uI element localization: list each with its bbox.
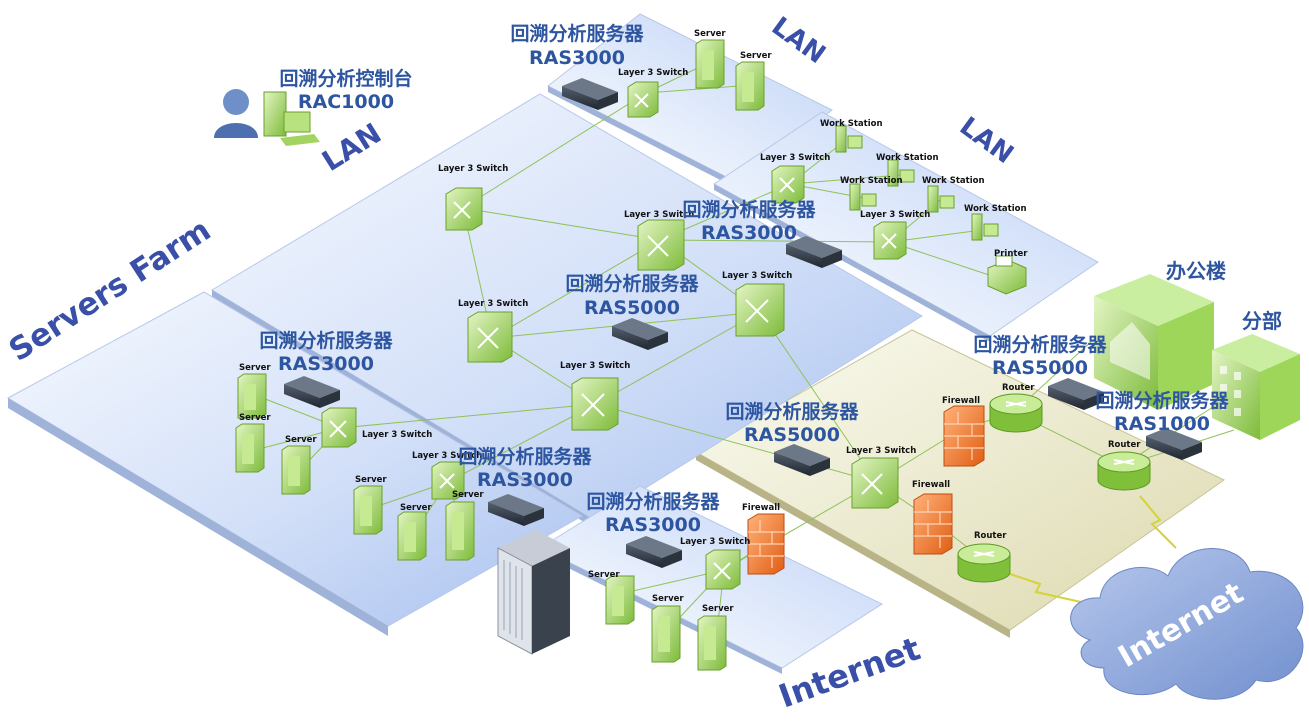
- analyzer-model: RAS5000: [584, 297, 680, 319]
- server-label: Server: [702, 604, 734, 614]
- internet-edge-plane: [694, 329, 1225, 638]
- firewall-label: Firewall: [942, 396, 980, 406]
- workstation-label: Work Station: [876, 153, 939, 163]
- storage-rack-icon: [497, 530, 570, 655]
- switch-label: Layer 3 Switch: [412, 451, 482, 461]
- server-label: Server: [239, 363, 271, 373]
- wan-link-1: [1139, 495, 1177, 549]
- switch-label: Layer 3 Switch: [458, 299, 528, 309]
- lan-top-label: LAN: [766, 11, 831, 70]
- firewalls: [747, 405, 985, 575]
- server-label: Server: [652, 594, 684, 604]
- firewall-label: Firewall: [742, 503, 780, 513]
- console-model: RAC1000: [298, 91, 394, 113]
- analyzer-labels: 回溯分析服务器 RAS3000 回溯分析控制台 RAC1000 回溯分析服务器 …: [259, 22, 1282, 536]
- analyzer-model: RAS5000: [744, 424, 840, 446]
- switch-label: Layer 3 Switch: [860, 210, 930, 220]
- lan-top-plane: [547, 13, 833, 190]
- routers: [957, 393, 1151, 583]
- workstation-label: Work Station: [964, 204, 1027, 214]
- router-label: Router: [974, 531, 1007, 541]
- office-building-label: 办公楼: [1166, 259, 1226, 283]
- router-label: Router: [1002, 383, 1035, 393]
- analyzer-title: 回溯分析服务器: [586, 490, 720, 513]
- server-label: Server: [452, 490, 484, 500]
- analyzer-title: 回溯分析服务器: [565, 272, 699, 295]
- server-label: Server: [285, 435, 317, 445]
- workstation-label: Work Station: [840, 176, 903, 186]
- printer-icon: [987, 255, 1027, 295]
- wan-link-2: [1003, 571, 1091, 605]
- switch-label: Layer 3 Switch: [618, 68, 688, 78]
- analyzer-model: RAS1000: [1114, 413, 1210, 435]
- analyzer-title: 回溯分析服务器: [458, 445, 592, 468]
- console-computer-icon: [263, 91, 320, 146]
- internet-cloud-icon: [1070, 548, 1304, 700]
- server-label: Server: [355, 475, 387, 485]
- switch-label: Layer 3 Switch: [680, 537, 750, 547]
- device-labels: Layer 3 Switch Layer 3 Switch Layer 3 Sw…: [239, 29, 1141, 614]
- switch-label: Layer 3 Switch: [624, 210, 694, 220]
- analyzer-model: RAS5000: [992, 357, 1088, 379]
- server-label: Server: [400, 503, 432, 513]
- switch-label: Layer 3 Switch: [846, 446, 916, 456]
- analyzer-title: 回溯分析服务器: [682, 198, 816, 221]
- printer-label: Printer: [994, 249, 1028, 259]
- analyzer-title: 回溯分析服务器: [973, 333, 1107, 356]
- analyzer-title: 回溯分析服务器: [510, 22, 644, 45]
- workstations: [835, 125, 999, 241]
- lan-right-label: LAN: [954, 111, 1019, 170]
- switch-label: Layer 3 Switch: [438, 164, 508, 174]
- servers: [235, 39, 765, 671]
- switch-label: Layer 3 Switch: [560, 361, 630, 371]
- firewall-label: Firewall: [912, 480, 950, 490]
- server-label: Server: [694, 29, 726, 39]
- office-building-icon: [1094, 274, 1214, 410]
- branch-building-label: 分部: [1242, 309, 1282, 333]
- switches: [321, 81, 907, 590]
- workstation-label: Work Station: [820, 119, 883, 129]
- switch-label: Layer 3 Switch: [362, 430, 432, 440]
- analyzer-model: RAS3000: [477, 469, 573, 491]
- server-label: Server: [588, 570, 620, 580]
- analyzer-model: RAS3000: [701, 222, 797, 244]
- analyzer-appliances: [284, 78, 1202, 568]
- switch-label: Layer 3 Switch: [722, 271, 792, 281]
- workstation-label: Work Station: [922, 176, 985, 186]
- analyzer-model: RAS3000: [529, 47, 625, 69]
- console-title: 回溯分析控制台: [279, 67, 412, 90]
- server-label: Server: [740, 51, 772, 61]
- router-label: Router: [1108, 440, 1141, 450]
- server-label: Server: [239, 413, 271, 423]
- analyzer-title: 回溯分析服务器: [259, 329, 393, 352]
- analyzer-title: 回溯分析服务器: [725, 400, 859, 423]
- analyzer-model: RAS3000: [605, 514, 701, 536]
- branch-building-icon: [1212, 334, 1300, 440]
- analyzer-model: RAS3000: [278, 353, 374, 375]
- switch-label: Layer 3 Switch: [760, 153, 830, 163]
- user-icon: [214, 89, 258, 138]
- lan-left-label: LAN: [316, 117, 387, 178]
- analyzer-title: 回溯分析服务器: [1095, 389, 1229, 412]
